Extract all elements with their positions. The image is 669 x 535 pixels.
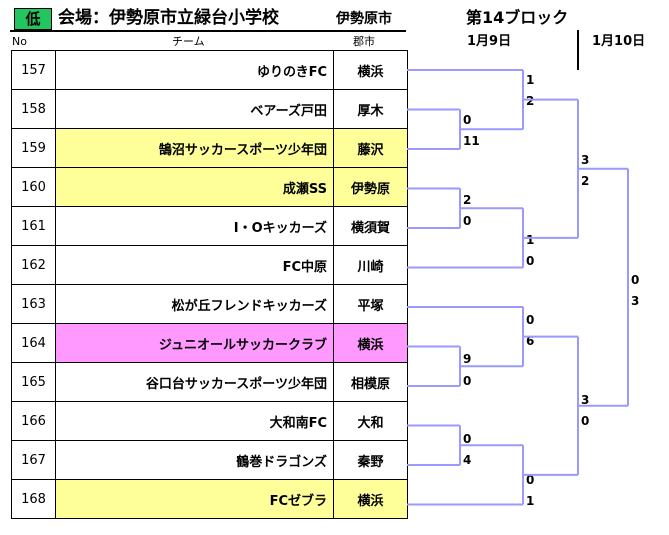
team-city: 相模原: [333, 362, 408, 402]
score: 9: [463, 352, 471, 366]
team-city: 横須賀: [333, 206, 408, 246]
score: 0: [631, 273, 639, 287]
score: 1: [526, 233, 534, 247]
score: 3: [581, 153, 589, 167]
score: 3: [581, 393, 589, 407]
team-number: 165: [11, 362, 56, 402]
score: 0: [526, 254, 534, 268]
team-city: 大和: [333, 401, 408, 441]
team-city: 横浜: [333, 479, 408, 519]
score: 4: [463, 453, 471, 467]
team-name: ベアーズ戸田: [55, 89, 334, 129]
team-name: FC中原: [55, 245, 334, 285]
score: 2: [581, 174, 589, 188]
venue-title: 会場：伊勢原市立緑台小学校: [58, 8, 279, 28]
team-city: 秦野: [333, 440, 408, 480]
score: 2: [526, 94, 534, 108]
team-city: 川崎: [333, 245, 408, 285]
column-header-city: 郡市: [353, 35, 375, 48]
level-badge: 低: [14, 8, 52, 30]
score: 2: [463, 193, 471, 207]
team-name: 鵠沼サッカースポーツ少年団: [55, 128, 334, 168]
host-city: 伊勢原市: [336, 11, 392, 27]
score: 1: [526, 494, 534, 508]
column-header-no: No: [12, 35, 27, 48]
team-city: 横浜: [333, 50, 408, 90]
day1-label: 1月9日: [467, 34, 512, 49]
team-number: 168: [11, 479, 56, 519]
day2-label: 1月10日: [592, 34, 646, 49]
title-underline: [10, 30, 406, 32]
score: 0: [581, 414, 589, 428]
column-header-team: チーム: [172, 35, 205, 48]
team-name: 成瀬SS: [55, 167, 334, 207]
score: 1: [526, 73, 534, 87]
score: 0: [526, 473, 534, 487]
team-name: ジュニオールサッカークラブ: [55, 323, 334, 363]
team-number: 163: [11, 284, 56, 324]
day-divider: [577, 30, 579, 70]
score: 0: [463, 113, 471, 127]
team-number: 162: [11, 245, 56, 285]
team-number: 157: [11, 50, 56, 90]
team-city: 藤沢: [333, 128, 408, 168]
block-title: 第14ブロック: [466, 8, 569, 27]
score: 6: [526, 334, 534, 348]
team-city: 伊勢原: [333, 167, 408, 207]
score: 0: [463, 214, 471, 228]
score: 0: [526, 313, 534, 327]
team-number: 164: [11, 323, 56, 363]
score: 3: [631, 294, 639, 308]
team-number: 167: [11, 440, 56, 480]
score: 0: [463, 432, 471, 446]
team-name: 松が丘フレンドキッカーズ: [55, 284, 334, 324]
team-name: ゆりのきFC: [55, 50, 334, 90]
score: 11: [463, 134, 480, 148]
team-number: 158: [11, 89, 56, 129]
score: 0: [463, 374, 471, 388]
team-number: 159: [11, 128, 56, 168]
team-name: FCゼブラ: [55, 479, 334, 519]
team-number: 160: [11, 167, 56, 207]
